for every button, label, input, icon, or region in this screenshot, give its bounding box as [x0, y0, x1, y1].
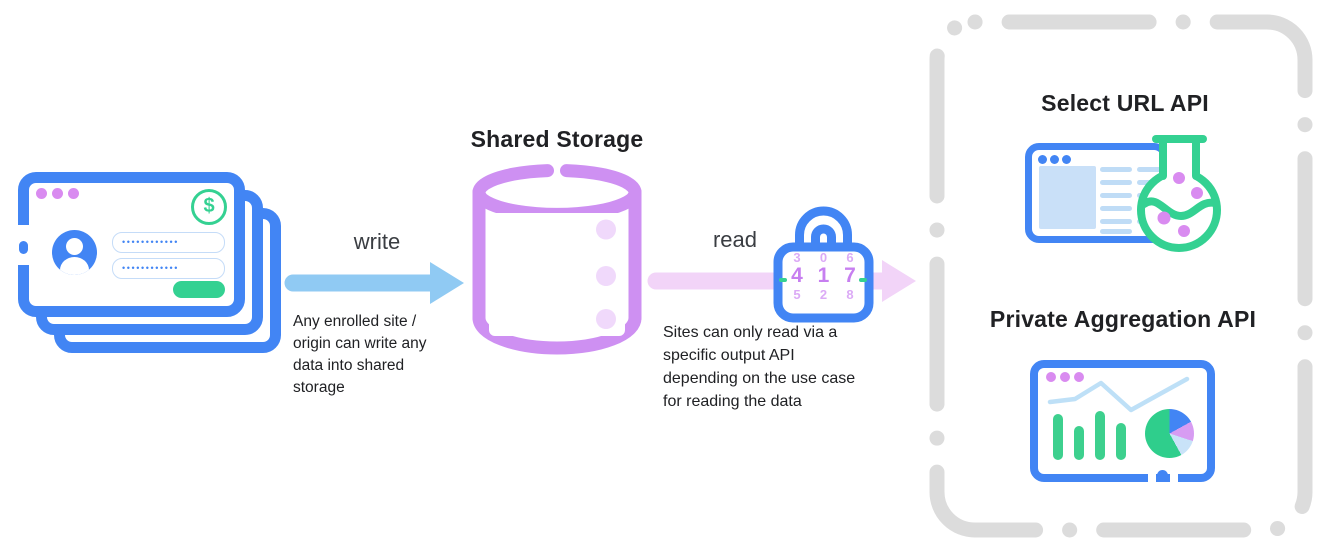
reel-digit-below: 8 [846, 289, 854, 300]
lock-reel-3: 6 7 8 [839, 252, 861, 312]
read-note-line: depending on the use case [663, 370, 856, 387]
window-control-dot [1060, 372, 1070, 382]
password-field-1[interactable]: •••••••••••• [112, 232, 225, 253]
select-url-api-title: Select URL API [1041, 90, 1209, 116]
line-chart-icon [1047, 376, 1190, 413]
pie-chart-icon [1145, 409, 1194, 458]
read-note: Sites can only read via a specific outpu… [663, 321, 855, 413]
lock-combination: 3 4 5 0 1 2 6 7 8 [786, 252, 861, 312]
bar-chart-bar [1074, 426, 1084, 460]
bar-chart-bar [1095, 411, 1105, 460]
window-border-notch [1170, 474, 1178, 482]
text-line [1137, 206, 1165, 211]
window-control-dot [68, 188, 79, 199]
browser-card-front: $ •••••••••••• •••••••••••• [18, 172, 245, 317]
window-border-notch-dot [1157, 470, 1168, 481]
text-line [1100, 193, 1132, 198]
lock-reel-1: 3 4 5 [786, 252, 808, 312]
window-control-dot [1074, 372, 1084, 382]
text-line [1100, 219, 1132, 224]
text-line [1137, 193, 1165, 198]
window-control-dot [52, 188, 63, 199]
write-note: Any enrolled site / origin can write any… [293, 311, 427, 399]
text-line [1137, 180, 1165, 185]
reel-digit-below: 5 [793, 289, 801, 300]
text-line [1137, 219, 1165, 224]
window-border-notch [1148, 474, 1156, 482]
reel-digit-above: 3 [793, 252, 801, 263]
text-line [1100, 180, 1132, 185]
write-arrow-icon [284, 262, 464, 304]
text-line [1100, 206, 1132, 211]
reel-digit-above: 6 [846, 252, 854, 263]
write-note-line: data into shared [293, 357, 405, 374]
reel-digit-above: 0 [819, 252, 828, 263]
lock-reel-2: 0 1 2 [813, 252, 835, 312]
avatar-head [66, 238, 83, 255]
lock-dash-right [859, 278, 867, 282]
user-avatar-icon [52, 230, 97, 275]
read-note-line: specific output API [663, 347, 795, 364]
content-block [1039, 166, 1096, 229]
login-button[interactable] [173, 281, 225, 298]
database-icon [472, 164, 642, 355]
window-control-dot [1046, 372, 1056, 382]
window-control-dot [36, 188, 47, 199]
text-line [1137, 167, 1165, 172]
write-note-line: origin can write any [293, 335, 427, 352]
text-line [1100, 167, 1132, 172]
password-field-2[interactable]: •••••••••••• [112, 258, 225, 279]
select-url-window-icon [1025, 143, 1168, 243]
reel-digit: 4 [791, 264, 803, 287]
private-aggregation-api-title: Private Aggregation API [989, 306, 1257, 332]
window-control-dot [1038, 155, 1047, 164]
lock-dash-left [779, 278, 787, 282]
shared-storage-title: Shared Storage [470, 126, 644, 152]
write-note-line: storage [293, 379, 345, 396]
dollar-icon: $ [191, 189, 227, 225]
card-border-notch-dot [19, 241, 28, 254]
write-label: write [353, 229, 401, 254]
private-aggregation-window-icon [1030, 360, 1215, 482]
window-control-dot [1062, 155, 1071, 164]
avatar-shoulders [60, 257, 89, 275]
bar-chart-bar [1053, 414, 1063, 460]
reel-digit-below: 2 [819, 289, 828, 300]
read-note-line: Sites can only read via a [663, 324, 838, 341]
read-note-line: for reading the data [663, 393, 802, 410]
text-line [1100, 229, 1132, 234]
bar-chart-bar [1116, 423, 1126, 460]
write-note-line: Any enrolled site / [293, 313, 417, 330]
window-control-dot [1050, 155, 1059, 164]
reel-digit: 7 [844, 264, 856, 287]
read-label: read [712, 227, 758, 252]
reel-digit: 1 [817, 264, 830, 287]
